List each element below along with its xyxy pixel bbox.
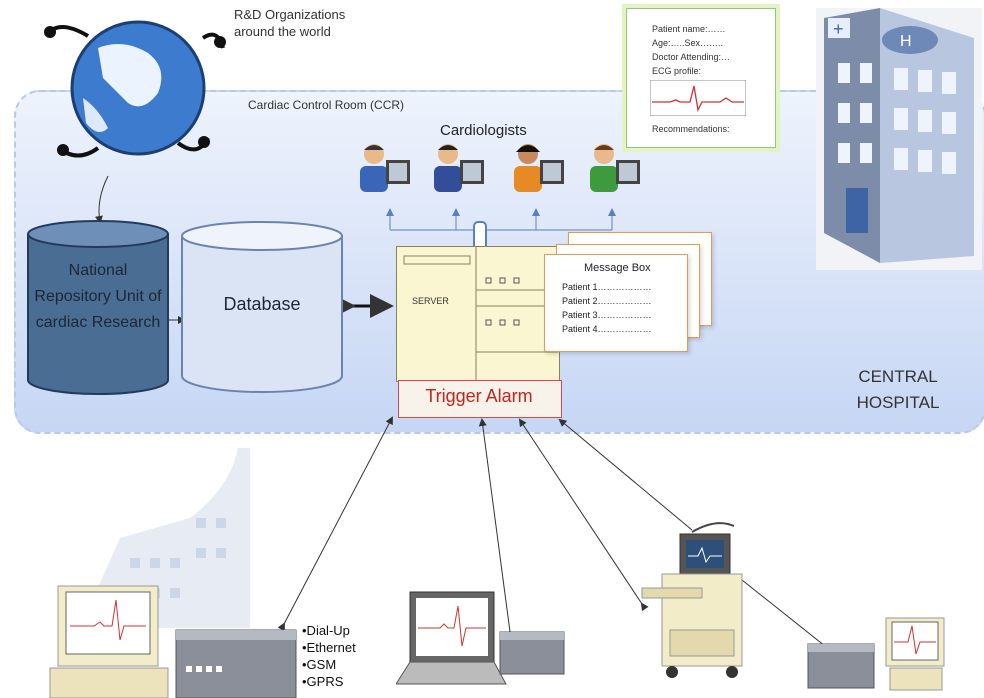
globe-icon [44, 20, 226, 158]
report-recommendations: Recommendations: [652, 124, 730, 134]
cardiologist-3-icon [514, 144, 564, 192]
cardiologist-workstations [360, 144, 640, 192]
ecg-trace-icon [650, 80, 746, 116]
central-hospital-label: CENTRAL HOSPITAL [856, 367, 940, 412]
ccr-title: Cardiac Control Room (CCR) [248, 98, 405, 112]
connection-ethernet: •Ethernet [302, 640, 356, 655]
cardiologist-1-icon [360, 144, 410, 192]
cardiologist-2-icon [434, 144, 484, 192]
ecg-workstation-icon [49, 585, 297, 698]
trigger-alarm-box [398, 380, 562, 418]
repository-cylinder-icon [27, 220, 169, 395]
report-ecg-profile: ECG profile: [652, 66, 702, 76]
svg-text:+: + [833, 19, 844, 39]
connection-types-list: •Dial-Up •Ethernet •GSM •GPRS [302, 622, 356, 690]
ecg-cart-icon [641, 522, 743, 678]
message-patient-3: Patient 3……………… [562, 310, 652, 320]
hospital-building-icon: H + [824, 8, 974, 263]
message-patient-1: Patient 1……………… [562, 282, 652, 292]
database-label: Database [223, 294, 301, 314]
repository-label: National Repository Unit of cardiac Rese… [34, 262, 162, 331]
report-doctor: Doctor Attending:… [652, 52, 731, 62]
cardiologist-4-icon [590, 144, 640, 192]
message-patient-2: Patient 2……………… [562, 296, 652, 306]
patient-report-note [626, 8, 776, 148]
server-detail-icon [403, 246, 558, 380]
cardiologists-label: Cardiologists [440, 122, 527, 139]
report-patient-name: Patient name:…… [652, 24, 726, 34]
message-box [544, 254, 688, 352]
database-cylinder-icon [181, 221, 343, 393]
desktop-ecg-icon [807, 617, 945, 691]
message-box-title: Message Box [584, 262, 651, 274]
connection-gsm: •GSM [302, 657, 337, 672]
message-patient-4: Patient 4……………… [562, 324, 652, 334]
report-age-sex: Age:…..Sex…….. [652, 38, 724, 48]
server-label: SERVER [412, 296, 449, 306]
trigger-alarm-label: Trigger Alarm [425, 386, 533, 406]
rd-organizations-label: R&D Organizations around the world [234, 7, 346, 39]
connection-gprs: •GPRS [302, 674, 344, 689]
connection-dialup: •Dial-Up [302, 623, 350, 638]
svg-text:H: H [900, 33, 912, 50]
laptop-ecg-icon [396, 591, 565, 685]
